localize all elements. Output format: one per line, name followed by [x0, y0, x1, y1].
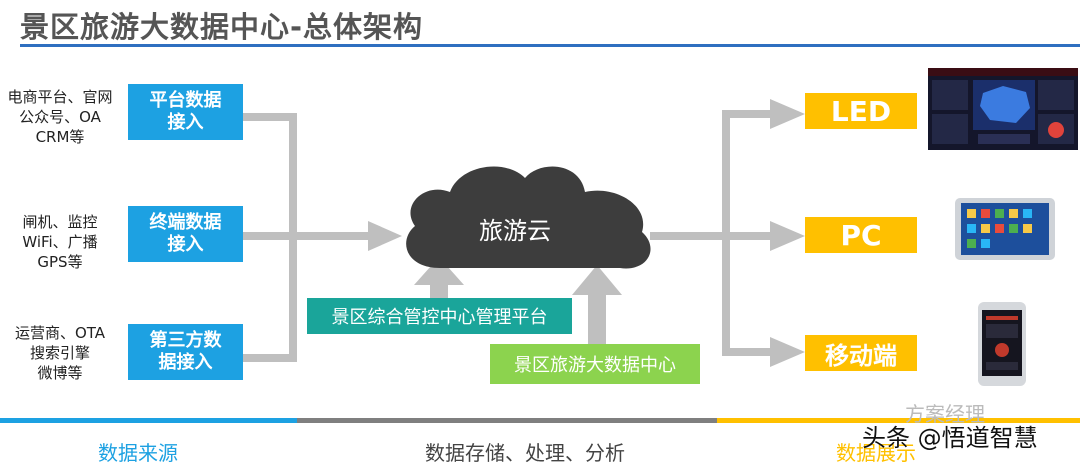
source-text-platform: 电商平台、官网 公众号、OA CRM等 [7, 88, 113, 146]
arrow-head-to-cloud [368, 221, 402, 251]
footer-label-display: 数据展示 [836, 441, 916, 465]
bigdata-center-box: 景区旅游大数据中心 [490, 344, 700, 384]
footer-label-sources: 数据来源 [98, 441, 178, 465]
cloud-shape [406, 166, 651, 269]
footer-bar-processing [297, 418, 717, 423]
footer-bar-sources [0, 418, 297, 423]
mobile-phone-image [978, 302, 1026, 386]
led-screen-image [928, 68, 1078, 150]
arrow-line-src1 [243, 113, 297, 121]
arrow-line-pc [722, 232, 772, 240]
source-text-third-party: 运营商、OTA 搜索引擎 微博等 [14, 324, 106, 382]
source-text-terminal: 闸机、监控 WiFi、广播 GPS等 [22, 213, 98, 271]
page-title: 景区旅游大数据中心-总体架构 [20, 10, 424, 44]
cloud-label: 旅游云 [479, 217, 551, 245]
management-platform-box: 景区综合管控中心管理平台 [307, 298, 572, 334]
arrow-line-from-cloud [650, 232, 730, 240]
third-party-data-box: 第三方数据接入 [128, 324, 243, 380]
platform-data-box: 平台数据接入 [128, 84, 243, 140]
arrow-up-management [414, 257, 464, 300]
output-pc-box: PC [805, 217, 917, 253]
arrow-line-src2 [243, 232, 370, 240]
arrow-head-led [770, 99, 805, 129]
output-mobile-box: 移动端 [805, 335, 917, 371]
title-underline [20, 44, 1080, 47]
pc-tablet-image [955, 198, 1055, 260]
footer-bar-display [717, 418, 1080, 423]
arrow-line-led [722, 110, 772, 118]
output-led-box: LED [805, 93, 917, 129]
watermark-top: 方案经理 [905, 402, 985, 426]
arrow-line-mobile [722, 348, 772, 356]
arrow-up-bigdata [572, 265, 622, 345]
watermark: 头条 @悟道智慧 [862, 424, 1038, 452]
terminal-data-box: 终端数据接入 [128, 206, 243, 262]
arrow-head-pc [770, 221, 805, 251]
footer-label-processing: 数据存储、处理、分析 [425, 441, 625, 465]
arrow-line-src3 [243, 354, 297, 362]
arrow-head-mobile [770, 337, 805, 367]
